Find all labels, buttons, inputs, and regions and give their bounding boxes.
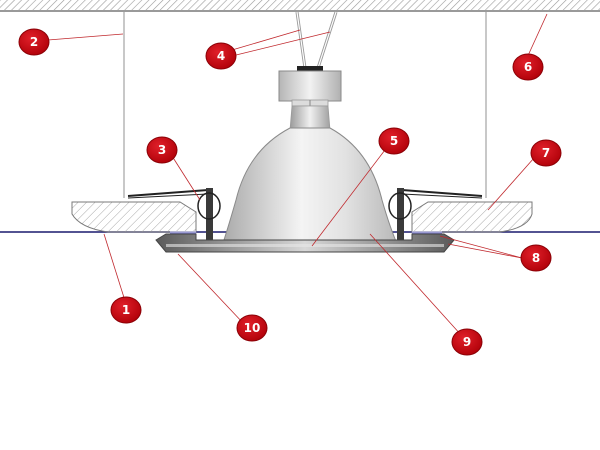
spring-clip-right [388, 188, 483, 246]
callout-label: 4 [217, 49, 225, 63]
leader-3 [171, 155, 201, 201]
lampholder-body [278, 70, 342, 102]
callout-badge-circle [451, 328, 483, 356]
callout-label: 2 [30, 35, 38, 49]
callout-label: 8 [532, 251, 540, 265]
leader-6 [525, 13, 548, 61]
leader-7 [487, 157, 535, 211]
callout-4: 4 [205, 42, 237, 70]
ceiling-panel-right [411, 201, 533, 233]
callout-9: 9 [451, 328, 483, 356]
ceiling-panel-left [71, 201, 197, 233]
lamp-neck [289, 105, 331, 131]
ceiling-structure [0, 0, 600, 12]
leader-4b [231, 31, 331, 57]
callout-badge-circle [530, 139, 562, 167]
lampholder-cap [297, 66, 323, 72]
callout-3: 3 [146, 136, 178, 164]
leader-5 [311, 145, 389, 247]
callout-label: 9 [463, 335, 471, 349]
callout-6: 6 [512, 53, 544, 81]
leader-4a [231, 29, 301, 51]
trim-ring-inner [166, 244, 444, 247]
reflector-lamp [221, 127, 399, 247]
callout-5: 5 [378, 127, 410, 155]
callout-10: 10 [236, 314, 268, 342]
supply-wire-2-core [317, 11, 337, 69]
installation-cavity [123, 12, 487, 198]
callout-badge-circle [110, 296, 142, 324]
leader-9 [369, 233, 463, 337]
callout-7: 7 [530, 139, 562, 167]
callout-badge-circle [18, 28, 50, 56]
leader-1 [103, 233, 127, 305]
callout-8: 8 [520, 244, 552, 272]
callout-badge-circle [512, 53, 544, 81]
callout-label: 10 [244, 321, 261, 335]
callout-badge-circle [520, 244, 552, 272]
leader-2 [47, 33, 124, 41]
leader-10 [177, 253, 245, 325]
callout-badges: 1 2 3 4 5 6 7 8 9 10 [18, 28, 562, 356]
leader-lines [47, 13, 548, 337]
callout-2: 2 [18, 28, 50, 56]
trim-ring [155, 233, 455, 253]
callout-badge-circle [378, 127, 410, 155]
supply-wire-1-core [296, 11, 306, 69]
callout-label: 7 [542, 146, 550, 160]
callout-badge-circle [205, 42, 237, 70]
callout-label: 3 [158, 143, 166, 157]
callout-label: 1 [122, 303, 130, 317]
callout-badge-circle [236, 314, 268, 342]
ceiling-structure-base [0, 10, 600, 12]
callout-label: 6 [524, 60, 532, 74]
callout-1: 1 [110, 296, 142, 324]
leader-8b [447, 243, 523, 259]
callout-label: 5 [390, 134, 398, 148]
leader-8a [439, 235, 523, 259]
callout-badge-circle [146, 136, 178, 164]
